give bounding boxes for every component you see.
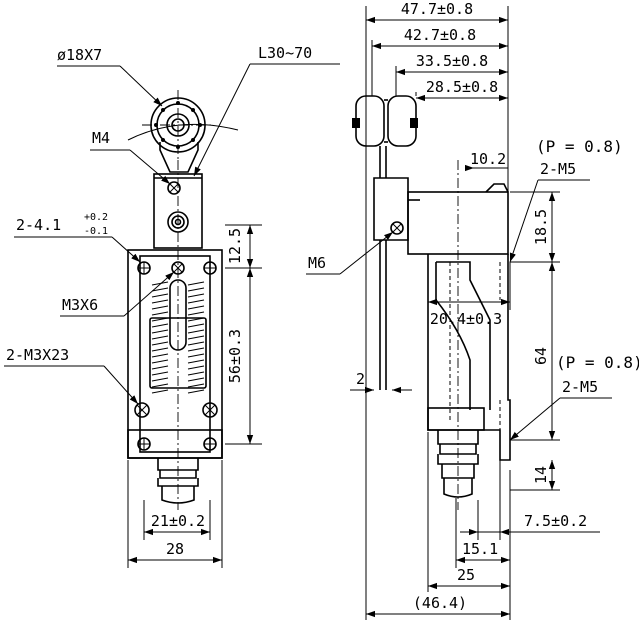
side-view: 47.7±0.8 42.7±0.8 33.5±0.8 28.5±0.8 (P =… <box>306 0 639 620</box>
body-width-dim: 28 <box>166 540 184 558</box>
sweep-arc <box>127 123 239 141</box>
base-width-dim: 25 <box>457 566 475 584</box>
front-view: 12.5 56±0.3 21±0.2 28 ø18X7 L30~70 M4 2-… <box>4 44 340 568</box>
m6-bolt-label: M6 <box>308 254 326 272</box>
mounting-hole-bottom-right <box>203 437 217 451</box>
base-block <box>127 429 223 459</box>
mounting-hole-top-right <box>203 261 217 275</box>
body-screw-right <box>202 402 218 418</box>
lever-offset-dim: 12.5 <box>226 228 244 264</box>
m6-bolt <box>390 221 404 235</box>
inner-width-dim: 21±0.2 <box>151 512 205 530</box>
svg-text:2-4.1: 2-4.1 <box>16 216 61 234</box>
upper-offset-dim: 10.2 <box>470 150 506 168</box>
thread-spacing-dim: 64 <box>532 347 550 365</box>
rod-width-dim: 2 <box>356 370 365 388</box>
overall-width-dim: (46.4) <box>413 594 467 612</box>
hole-pitch-dim: 56±0.3 <box>226 329 244 383</box>
mounting-hole-top-left <box>137 261 151 275</box>
m4-screw <box>167 181 181 195</box>
boot-height-dim: 14 <box>532 466 550 484</box>
body-screws-label: 2-M3X23 <box>6 346 69 364</box>
upper-height-dim: 18.5 <box>532 209 550 245</box>
lower-thread-pitch: (P = 0.8) <box>556 353 639 372</box>
lower-thread-label: 2-M5 <box>562 378 598 396</box>
upper-thread-pitch: (P = 0.8) <box>536 137 623 156</box>
head-width-dim: 20.4±0.3 <box>430 310 502 328</box>
svg-text:+0.2: +0.2 <box>84 212 108 223</box>
lever-arm <box>159 142 199 173</box>
mounting-hole-bottom-left <box>137 437 151 451</box>
dim-47-7: 47.7±0.8 <box>401 0 473 18</box>
dim-28-5: 28.5±0.8 <box>426 78 498 96</box>
base-dim: 15.1 <box>462 540 498 558</box>
svg-text:-0.1: -0.1 <box>84 226 108 237</box>
dim-33-5: 33.5±0.8 <box>416 52 488 70</box>
lever-length-label: L30~70 <box>258 44 312 62</box>
roller-size-label: ø18X7 <box>57 46 102 64</box>
dim-42-7: 42.7±0.8 <box>404 26 476 44</box>
upper-thread-label: 2-M5 <box>540 160 576 178</box>
mount-hole-label: 2-4.1 +0.2 -0.1 <box>16 212 108 237</box>
body-screw-left <box>134 402 150 418</box>
roller-wheel <box>142 90 214 160</box>
boot-offset-dim: 7.5±0.2 <box>524 512 587 530</box>
m4-screw-label: M4 <box>92 129 110 147</box>
side-roller <box>352 95 418 147</box>
cover-screw-label: M3X6 <box>62 296 98 314</box>
